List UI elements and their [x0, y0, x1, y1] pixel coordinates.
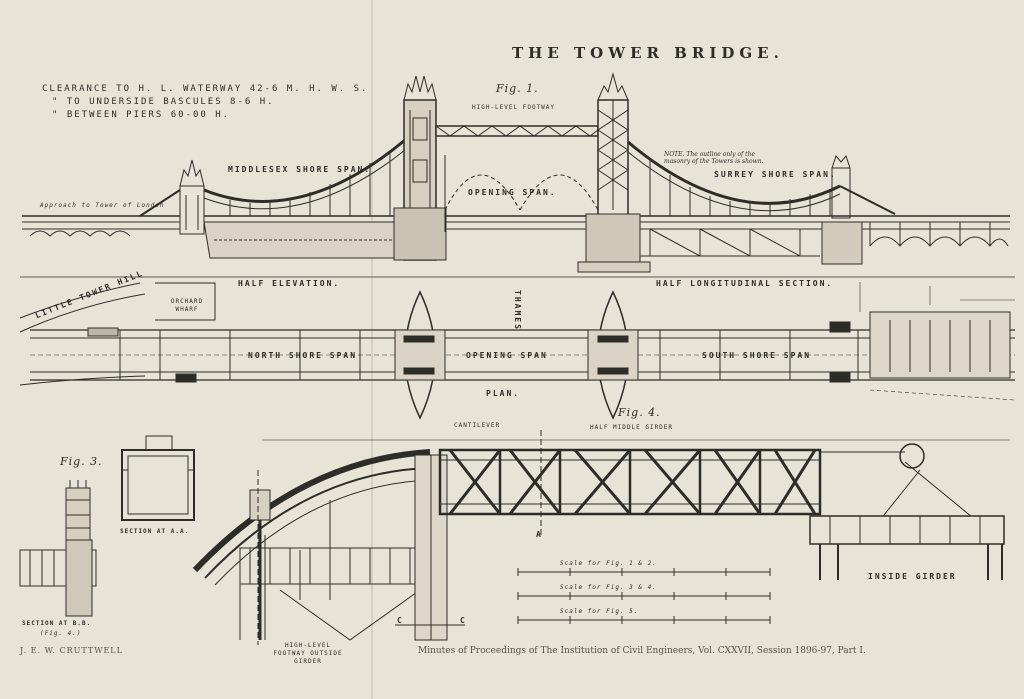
clearance-line-1: CLEARANCE TO H. L. WATERWAY 42-6 M. H. W… [42, 84, 369, 94]
scale-label-1: Scale for Fig. 1 & 2. [560, 560, 657, 567]
plan-drawing [19, 282, 1016, 420]
cantilever-drawing [192, 430, 1010, 645]
clearance-line-2: " TO UNDERSIDE BASCULES 8-6 H. [52, 97, 275, 107]
fig1-label: Fig. 1. [496, 82, 539, 95]
fig4-label: Fig. 4. [618, 406, 661, 419]
thames-label: THAMES [513, 290, 522, 331]
masonry-note: NOTE. The outline only of the masonry of… [664, 151, 764, 165]
approach-left-label: Approach to Tower of London [40, 202, 165, 209]
section-aa-drawing [121, 435, 195, 521]
half-middle-girder-label: HALF MIDDLE GIRDER [590, 424, 674, 431]
south-span-label: SOUTH SHORE SPAN [702, 351, 812, 360]
section-bb-label: SECTION AT B.B. [22, 620, 92, 627]
opening-span-label: OPENING SPAN. [468, 188, 557, 197]
section-aa-label: SECTION AT A.A. [120, 528, 190, 535]
scale-label-2: Scale for Fig. 3 & 4. [560, 584, 657, 591]
scale-label-3: Scale for Fig. 5. [560, 608, 639, 615]
high-level-footway-label: HIGH-LEVEL FOOTWAY [472, 104, 556, 111]
publication-footer: Minutes of Proceedings of The Institutio… [418, 646, 866, 656]
plan-opening-span-label: OPENING SPAN [466, 351, 548, 360]
inside-girder-label: INSIDE GIRDER [868, 572, 957, 581]
elevation-drawing [22, 72, 1010, 273]
section-mark-c-left: C [397, 616, 404, 625]
north-span-label: NORTH SHORE SPAN [248, 351, 358, 360]
middlesex-span-label: MIDDLESEX SHORE SPAN. [228, 165, 372, 174]
half-section-label: HALF LONGITUDINAL SECTION. [656, 279, 834, 288]
section-bb-sub: (Fig. 4.) [40, 630, 82, 637]
section-bb-drawing [19, 480, 97, 617]
scale-bars [517, 568, 771, 624]
half-elevation-label: HALF ELEVATION. [238, 279, 341, 288]
drawing-title: THE TOWER BRIDGE. [512, 44, 784, 62]
draughtsman-credit: J. E. W. CRUTTWELL [20, 646, 123, 655]
footway-girder-label: HIGH-LEVEL FOOTWAY OUTSIDE GIRDER [273, 642, 343, 665]
surrey-span-label: SURREY SHORE SPAN. [714, 170, 837, 179]
fig3-label: Fig. 3. [60, 455, 103, 468]
cantilever-label: CANTILEVER [454, 422, 501, 429]
plan-label: PLAN. [486, 389, 521, 398]
section-mark-c-right: C [460, 616, 467, 625]
section-mark-a: A [536, 530, 543, 539]
clearance-line-3: " BETWEEN PIERS 60-00 H. [52, 110, 231, 120]
orchard-wharf-label: ORCHARD WHARF [170, 298, 204, 313]
